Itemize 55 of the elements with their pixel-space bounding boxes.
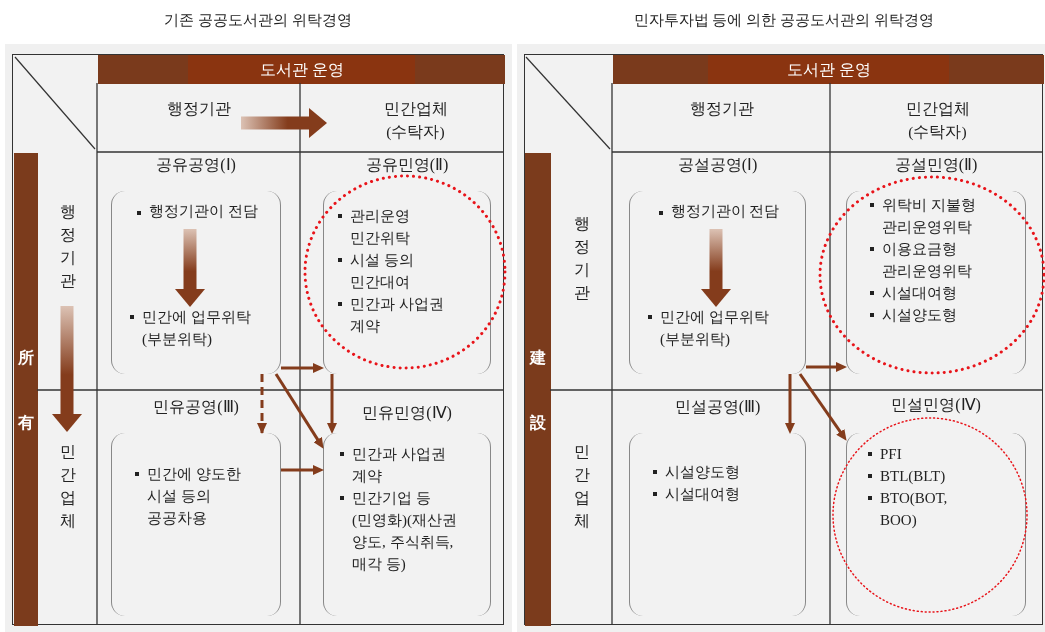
- arrow: [798, 373, 848, 441]
- bullet-text: 민간과 사업권 계약: [337, 293, 445, 337]
- column-header: 행정기관: [157, 91, 241, 131]
- row-header: 행정기관: [60, 201, 76, 292]
- column-header: 행정기관: [613, 91, 831, 151]
- arrow: [327, 374, 337, 434]
- bullet-text: 행정기관이 전담: [117, 196, 277, 229]
- bullet-text: 시설대여형: [869, 282, 994, 304]
- row-header: 민간업체: [574, 441, 590, 532]
- quadrant-heading: 민유공영(Ⅲ): [152, 397, 240, 418]
- quadrant-heading: 공유공영(Ⅰ): [155, 155, 237, 176]
- bullet-text: 민간에 업무위탁 (부분위탁): [635, 306, 802, 361]
- bullet-text: 시설양도형: [652, 461, 787, 483]
- quadrant-heading: 공설민영(Ⅱ): [893, 155, 979, 176]
- header-band: 도서관 운영: [98, 55, 505, 84]
- column-header: 민간업체 (수탁자): [831, 91, 1044, 151]
- arrow: [806, 362, 847, 372]
- quadrant-heading: 민설공영(Ⅲ): [673, 397, 762, 418]
- bullet-text: 시설대여형: [652, 483, 787, 505]
- block-arrow: [175, 229, 205, 307]
- arrow: [281, 363, 324, 373]
- bullet-text: 민간에 업무위탁 (부분위탁): [117, 306, 277, 361]
- arrow: [257, 374, 267, 434]
- bullet-text: BTL(BLT): [867, 465, 987, 487]
- panel-title: 기존 공공도서관의 위탁경영: [163, 11, 353, 30]
- block-arrow: [701, 229, 731, 307]
- bullet-text: PFI: [867, 443, 987, 465]
- bullet-text: 행정기관이 전담: [635, 196, 802, 229]
- arrow: [785, 374, 795, 434]
- bullet-text: 위탁비 지불형 관리운영위탁: [869, 194, 994, 238]
- bullet-text: 민간과 사업권 계약: [339, 443, 464, 487]
- quadrant-heading: 공설공영(Ⅰ): [676, 155, 759, 176]
- bullet-text: 민간기업 등 (민영화)(재산권 양도, 주식취득, 매각 등): [339, 487, 464, 575]
- header-band: 도서관 운영: [613, 55, 1044, 84]
- bullet-text: 관리운영 민간위탁: [337, 205, 445, 249]
- vertical-band: [14, 153, 38, 626]
- band-label: 所有: [18, 347, 34, 433]
- block-arrow: [52, 306, 82, 432]
- column-header: 민간업체 (수탁자): [326, 91, 505, 151]
- bullet-text: 시설양도형: [869, 304, 994, 326]
- row-header: 행정기관: [574, 213, 590, 304]
- row-header: 민간업체: [60, 441, 76, 532]
- band-label: 建設: [530, 347, 546, 433]
- arrow: [274, 373, 325, 449]
- arrow: [281, 465, 324, 475]
- panel-title: 민자투자법 등에 의한 공공도서관의 위탁경영: [632, 11, 935, 30]
- bullet-text: 이용요금형 관리운영위탁: [869, 238, 994, 282]
- bullet-text: BTO(BOT, BOO): [867, 487, 987, 531]
- quadrant-heading: 민설민영(Ⅳ): [890, 395, 982, 416]
- bullet-text: 민간에 양도한 시설 등의 공공차용: [134, 463, 246, 529]
- quadrant-heading: 민유민영(Ⅳ): [361, 403, 453, 424]
- block-arrow: [241, 108, 327, 138]
- bullet-text: 시설 등의 민간대여: [337, 249, 445, 293]
- quadrant-heading: 공유민영(Ⅱ): [364, 155, 450, 176]
- vertical-band: [525, 153, 551, 626]
